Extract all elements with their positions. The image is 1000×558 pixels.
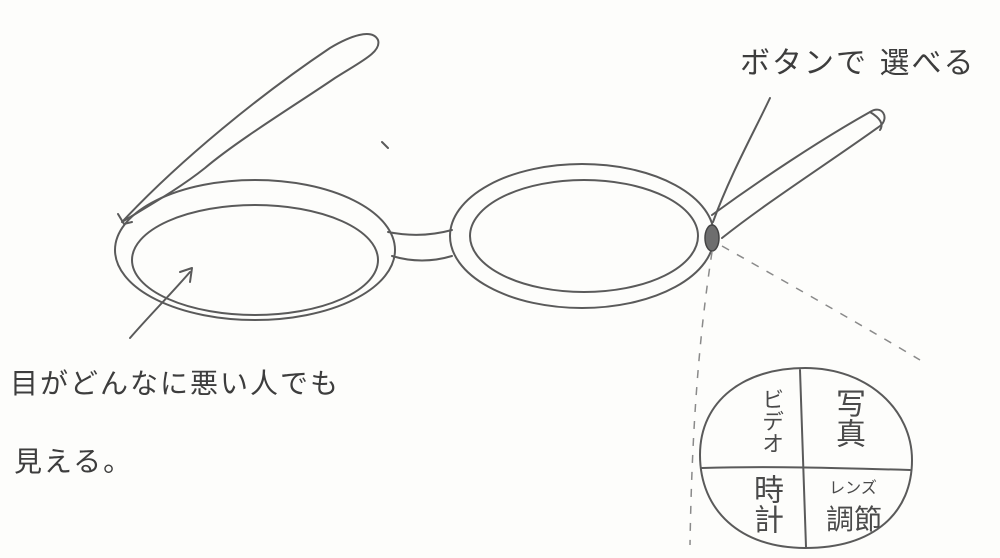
temple-button <box>704 224 720 252</box>
menu-divider-horizontal <box>701 466 911 471</box>
menu-bubble <box>699 367 913 549</box>
button-annotation: ボタンで 選べる <box>740 46 976 81</box>
right-lens <box>469 179 699 293</box>
menu-option-lens-adjust: 調節 <box>825 503 882 536</box>
menu-option-photo: 写真 <box>830 388 865 448</box>
menu-option-clock: 時計 <box>748 474 783 534</box>
left-temple-arm <box>121 33 380 223</box>
menu-divider-vertical <box>799 369 807 548</box>
left-frame-outer <box>114 179 396 321</box>
right-temple-arm <box>711 108 886 239</box>
lens-annotation-line1: 目がどんなに悪い人でも <box>10 367 341 400</box>
right-frame-outer <box>449 163 715 309</box>
lens-annotation-line2: 見える。 <box>14 445 134 478</box>
menu-option-lens-label: レンズ <box>829 478 877 497</box>
zoom-guide-right <box>721 245 921 361</box>
lens-pointer <box>129 271 191 339</box>
menu-option-video: ビデオ <box>758 388 783 454</box>
zoom-guide-left <box>689 251 713 546</box>
button-pointer <box>712 97 771 223</box>
left-lens <box>131 204 379 316</box>
bridge <box>387 229 453 236</box>
